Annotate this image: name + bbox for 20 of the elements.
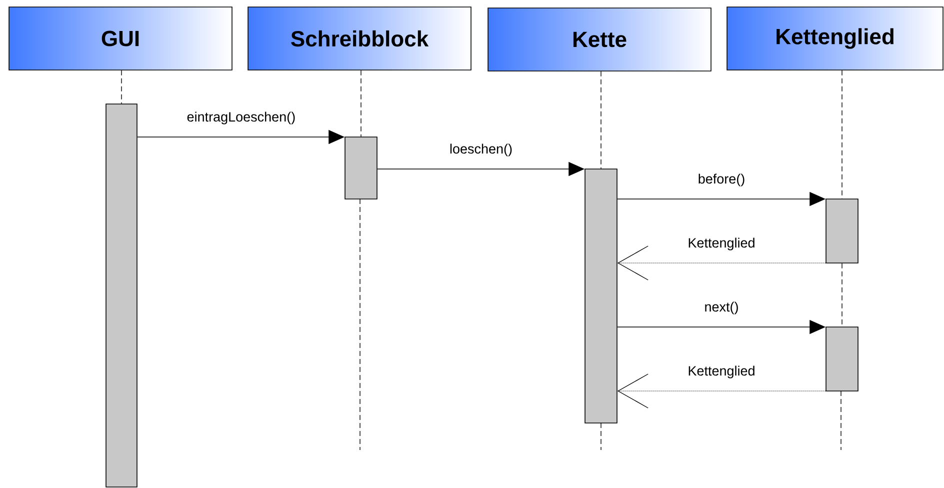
lifeline-header: Kettenglied (726, 6, 944, 70)
edge-label: before() (696, 172, 746, 188)
lifeline (121, 70, 122, 104)
activation-bar (826, 326, 858, 392)
activation-bar (584, 168, 618, 424)
edge-label: next() (703, 300, 740, 316)
lifeline-header: GUI (8, 6, 232, 70)
return-arrow (617, 374, 826, 408)
return-arrow (617, 246, 826, 280)
edge-label: eintragLoeschen() (186, 110, 297, 126)
lifeline-header: Kette (488, 8, 712, 72)
edge-label: loeschen() (448, 142, 514, 158)
lifeline (600, 71, 602, 169)
activation-bar (826, 198, 858, 264)
lifeline-header: Schreibblock (248, 6, 472, 70)
activation-bar (344, 136, 378, 200)
activation-bar (106, 104, 138, 488)
edge-label: Kettenglied (686, 236, 756, 252)
lifeline (360, 70, 362, 137)
edge-label: Kettenglied (686, 364, 756, 380)
